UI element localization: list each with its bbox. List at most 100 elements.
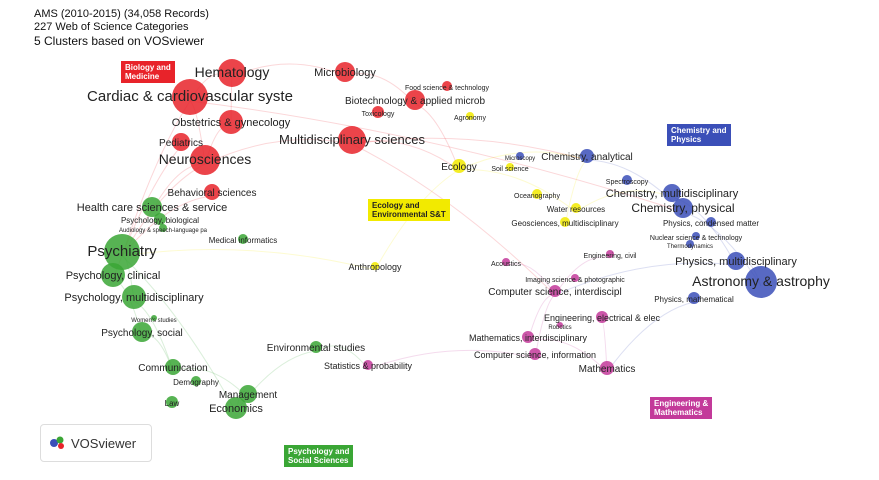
edge-31 [458, 169, 577, 213]
node-label-42[interactable]: Medical informatics [209, 236, 277, 245]
node-bubble-13 [506, 163, 514, 171]
node-label-16[interactable]: Geosciences, multidisciplinary [511, 219, 618, 228]
node-label-12[interactable]: Ecology [441, 162, 477, 173]
node-label-7[interactable]: Multidisciplinary sciences [279, 132, 425, 147]
node-label-48[interactable]: Environmental studies [267, 343, 365, 354]
node-bubble-18 [516, 152, 524, 160]
node-label-38[interactable]: Statistics & probability [324, 361, 413, 371]
node-label-35[interactable]: Mathematics, interdisciplinary [469, 333, 588, 343]
node-bubble-22 [673, 198, 693, 218]
node-bubble-51 [239, 385, 257, 403]
edge-39 [564, 159, 588, 227]
edge-19 [367, 349, 536, 370]
node-bubble-10 [204, 184, 220, 200]
node-label-44[interactable]: Psychology, clinical [66, 270, 161, 282]
node-bubble-14 [532, 189, 542, 199]
node-label-6[interactable]: Obstetrics & gynecology [172, 117, 291, 129]
node-bubble-49 [165, 359, 181, 375]
node-label-32[interactable]: Computer science, interdiscipl [488, 287, 621, 298]
node-label-24[interactable]: Nuclear science & technology [650, 235, 743, 242]
node-label-18[interactable]: Microscopy [505, 156, 535, 162]
edge-16 [121, 255, 237, 413]
node-bubble-31 [571, 274, 579, 282]
node-label-49[interactable]: Communication [138, 363, 207, 374]
node-label-41[interactable]: Audiology & speech-language pa [119, 228, 208, 234]
node-bubble-27 [745, 266, 777, 298]
node-label-4[interactable]: Food science & technology [405, 85, 490, 92]
node-label-47[interactable]: Psychology, social [101, 328, 183, 339]
node-label-34[interactable]: Robotics [548, 325, 571, 331]
node-label-40[interactable]: Psychology, biological [121, 216, 199, 225]
edge-14 [527, 338, 608, 373]
node-label-21[interactable]: Chemistry, multidisciplinary [606, 188, 739, 200]
node-bubble-34 [557, 322, 563, 328]
node-bubble-3 [405, 90, 425, 110]
node-label-33[interactable]: Engineering, electrical & elec [544, 313, 661, 323]
header-clusters: 5 Clusters based on VOSviewer [34, 34, 205, 48]
edge-9 [458, 151, 588, 171]
node-bubble-19 [580, 149, 594, 163]
node-label-26[interactable]: Physics, multidisciplinary [675, 256, 797, 268]
node-label-13[interactable]: Soil science [491, 166, 528, 173]
node-label-43[interactable]: Psychiatry [87, 243, 157, 260]
node-bubble-44 [101, 263, 125, 287]
node-label-0[interactable]: Hematology [195, 64, 270, 80]
node-bubble-layer [101, 59, 777, 419]
node-bubble-30 [502, 258, 510, 266]
node-label-5[interactable]: Toxicology [362, 111, 395, 118]
node-label-25[interactable]: Thermodynamics [667, 244, 713, 250]
node-label-3[interactable]: Biotechnology & applied microb [345, 96, 486, 107]
node-bubble-35 [522, 331, 534, 343]
node-bubble-37 [600, 361, 614, 375]
node-label-37[interactable]: Mathematics [579, 364, 636, 375]
node-label-8[interactable]: Pediatrics [159, 138, 203, 149]
node-label-52[interactable]: Law [165, 399, 180, 408]
node-label-19[interactable]: Chemistry, analytical [541, 152, 633, 163]
node-bubble-36 [529, 348, 541, 360]
node-label-39[interactable]: Health care sciences & service [77, 202, 227, 214]
node-label-50[interactable]: Demography [173, 378, 219, 387]
node-label-29[interactable]: Engineering, civil [584, 253, 637, 260]
node-label-17[interactable]: Anthropology [348, 262, 402, 272]
node-label-51[interactable]: Management [219, 390, 278, 401]
edge-23 [189, 100, 684, 213]
node-label-2[interactable]: Cardiac & cardiovascular syste [87, 88, 293, 105]
node-label-11[interactable]: Agronomy [454, 115, 486, 122]
node-label-31[interactable]: Imaging science & photographic [525, 277, 625, 284]
node-bubble-1 [335, 62, 355, 82]
node-label-27[interactable]: Astronomy & astrophy [692, 273, 830, 289]
node-label-30[interactable]: Acoustics [491, 261, 521, 268]
node-bubble-29 [606, 250, 614, 258]
edge-3 [204, 139, 353, 165]
edge-22 [351, 143, 556, 296]
edge-34 [606, 301, 695, 373]
node-label-15[interactable]: Water resources [547, 205, 605, 214]
node-bubble-24 [692, 232, 700, 240]
node-label-36[interactable]: Computer science, information [474, 350, 596, 360]
node-label-14[interactable]: Oceanography [514, 193, 560, 200]
edge-32 [575, 190, 673, 213]
node-label-1[interactable]: Microbiology [314, 67, 376, 79]
node-label-45[interactable]: Psychology, multidisciplinary [64, 292, 204, 304]
header-categories: 227 Web of Science Categories [34, 21, 189, 33]
node-bubble-8 [172, 133, 190, 151]
node-bubble-21 [663, 184, 681, 202]
node-bubble-12 [452, 159, 466, 173]
node-bubble-33 [596, 311, 608, 323]
node-bubble-11 [466, 112, 474, 120]
node-label-20[interactable]: Spectroscopy [606, 179, 649, 186]
node-bubble-47 [132, 322, 152, 342]
node-label-23[interactable]: Physics, condensed matter [663, 219, 759, 228]
node-bubble-16 [560, 217, 570, 227]
node-label-53[interactable]: Economics [209, 403, 263, 415]
node-label-28[interactable]: Physics, mathematical [654, 295, 734, 304]
node-label-46[interactable]: Women's studies [131, 318, 176, 324]
node-label-10[interactable]: Behavioral sciences [168, 188, 257, 199]
node-label-9[interactable]: Neurosciences [159, 151, 252, 167]
node-label-22[interactable]: Chemistry, physical [631, 201, 734, 215]
